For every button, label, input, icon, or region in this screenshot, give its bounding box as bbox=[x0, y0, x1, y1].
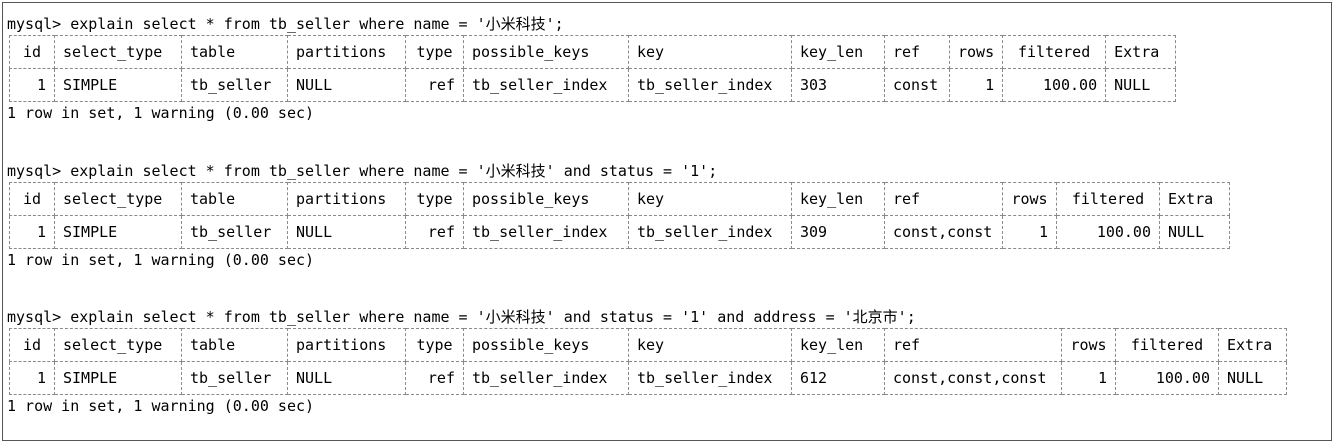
cell-partitions: NULL bbox=[287, 361, 406, 395]
prompt: mysql> bbox=[7, 15, 62, 33]
header-cell-possible-keys: possible_keys bbox=[463, 35, 629, 69]
result-status: 1 row in set, 1 warning (0.00 sec) bbox=[7, 397, 315, 415]
command-line[interactable]: mysql> explain select * from tb_seller w… bbox=[3, 160, 1230, 182]
prompt: mysql> bbox=[7, 308, 62, 326]
cell-key: tb_seller_index bbox=[628, 68, 792, 102]
cell-type: ref bbox=[405, 215, 464, 249]
cell-select-type: SIMPLE bbox=[54, 215, 182, 249]
header-cell-extra: Extra bbox=[1159, 182, 1230, 216]
header-cell-id: id bbox=[9, 182, 55, 216]
cell-table: tb_seller bbox=[181, 361, 288, 395]
header-cell-key-len: key_len bbox=[791, 182, 885, 216]
cell-select-type: SIMPLE bbox=[54, 68, 182, 102]
cell-partitions: NULL bbox=[287, 215, 406, 249]
command-line[interactable]: mysql> explain select * from tb_seller w… bbox=[3, 306, 1287, 328]
cell-filtered: 100.00 bbox=[1115, 361, 1219, 395]
cell-table: tb_seller bbox=[181, 215, 288, 249]
header-cell-filtered: filtered bbox=[1002, 35, 1107, 69]
cell-table: tb_seller bbox=[181, 68, 288, 102]
header-cell-table: table bbox=[181, 35, 288, 69]
command-line[interactable]: mysql> explain select * from tb_seller w… bbox=[3, 13, 1176, 35]
cell-possible-keys: tb_seller_index bbox=[463, 68, 629, 102]
header-cell-select-type: select_type bbox=[54, 35, 182, 69]
cell-possible-keys: tb_seller_index bbox=[463, 215, 629, 249]
cell-ref: const bbox=[884, 68, 950, 102]
header-cell-extra: Extra bbox=[1105, 35, 1177, 69]
cell-rows: 1 bbox=[1002, 215, 1057, 249]
header-cell-partitions: partitions bbox=[287, 35, 406, 69]
header-cell-possible-keys: possible_keys bbox=[463, 328, 629, 362]
cell-id: 1 bbox=[9, 68, 55, 102]
header-cell-key-len: key_len bbox=[791, 35, 885, 69]
cell-select-type: SIMPLE bbox=[54, 361, 182, 395]
cell-partitions: NULL bbox=[287, 68, 406, 102]
terminal-window[interactable]: mysql> explain select * from tb_seller w… bbox=[2, 2, 1332, 441]
cell-filtered: 100.00 bbox=[1056, 215, 1160, 249]
header-cell-id: id bbox=[9, 35, 55, 69]
cell-extra: NULL bbox=[1105, 68, 1177, 102]
command-text: explain select * from tb_seller where na… bbox=[70, 308, 916, 326]
header-cell-extra: Extra bbox=[1218, 328, 1287, 362]
cell-id: 1 bbox=[9, 361, 55, 395]
header-cell-rows: rows bbox=[1061, 328, 1116, 362]
cell-rows: 1 bbox=[948, 68, 1004, 102]
cell-extra: NULL bbox=[1218, 361, 1287, 395]
query-block: mysql> explain select * from tb_seller w… bbox=[3, 306, 1287, 417]
cell-rows: 1 bbox=[1061, 361, 1116, 395]
header-cell-table: table bbox=[181, 328, 288, 362]
cell-possible-keys: tb_seller_index bbox=[463, 361, 629, 395]
header-cell-possible-keys: possible_keys bbox=[463, 182, 629, 216]
cell-ref: const,const,const bbox=[884, 361, 1062, 395]
header-cell-key: key bbox=[628, 328, 792, 362]
header-cell-partitions: partitions bbox=[287, 328, 406, 362]
header-cell-filtered: filtered bbox=[1056, 182, 1160, 216]
cell-extra: NULL bbox=[1159, 215, 1230, 249]
header-cell-rows: rows bbox=[1002, 182, 1057, 216]
header-cell-filtered: filtered bbox=[1115, 328, 1219, 362]
header-cell-select-type: select_type bbox=[54, 182, 182, 216]
result-status: 1 row in set, 1 warning (0.00 sec) bbox=[7, 104, 315, 122]
header-cell-type: type bbox=[405, 35, 464, 69]
cell-key-len: 303 bbox=[791, 68, 885, 102]
cell-key-len: 612 bbox=[791, 361, 885, 395]
cell-ref: const,const bbox=[884, 215, 1003, 249]
cell-key: tb_seller_index bbox=[628, 215, 792, 249]
header-cell-ref: ref bbox=[884, 35, 950, 69]
header-cell-partitions: partitions bbox=[287, 182, 406, 216]
cell-key-len: 309 bbox=[791, 215, 885, 249]
header-cell-type: type bbox=[405, 328, 464, 362]
header-cell-type: type bbox=[405, 182, 464, 216]
query-block: mysql> explain select * from tb_seller w… bbox=[3, 13, 1177, 124]
cell-type: ref bbox=[405, 361, 464, 395]
cell-id: 1 bbox=[9, 215, 55, 249]
command-text: explain select * from tb_seller where na… bbox=[70, 162, 718, 180]
query-block: mysql> explain select * from tb_seller w… bbox=[3, 160, 1230, 271]
header-cell-id: id bbox=[9, 328, 55, 362]
header-cell-select-type: select_type bbox=[54, 328, 182, 362]
header-cell-key: key bbox=[628, 182, 792, 216]
cell-type: ref bbox=[405, 68, 464, 102]
header-cell-table: table bbox=[181, 182, 288, 216]
header-cell-ref: ref bbox=[884, 328, 1062, 362]
header-cell-ref: ref bbox=[884, 182, 1003, 216]
header-cell-key-len: key_len bbox=[791, 328, 885, 362]
result-status: 1 row in set, 1 warning (0.00 sec) bbox=[7, 251, 315, 269]
header-cell-rows: rows bbox=[948, 35, 1004, 69]
header-cell-key: key bbox=[628, 35, 792, 69]
prompt: mysql> bbox=[7, 162, 62, 180]
cell-filtered: 100.00 bbox=[1002, 68, 1107, 102]
command-text: explain select * from tb_seller where na… bbox=[70, 15, 564, 33]
cell-key: tb_seller_index bbox=[628, 361, 792, 395]
